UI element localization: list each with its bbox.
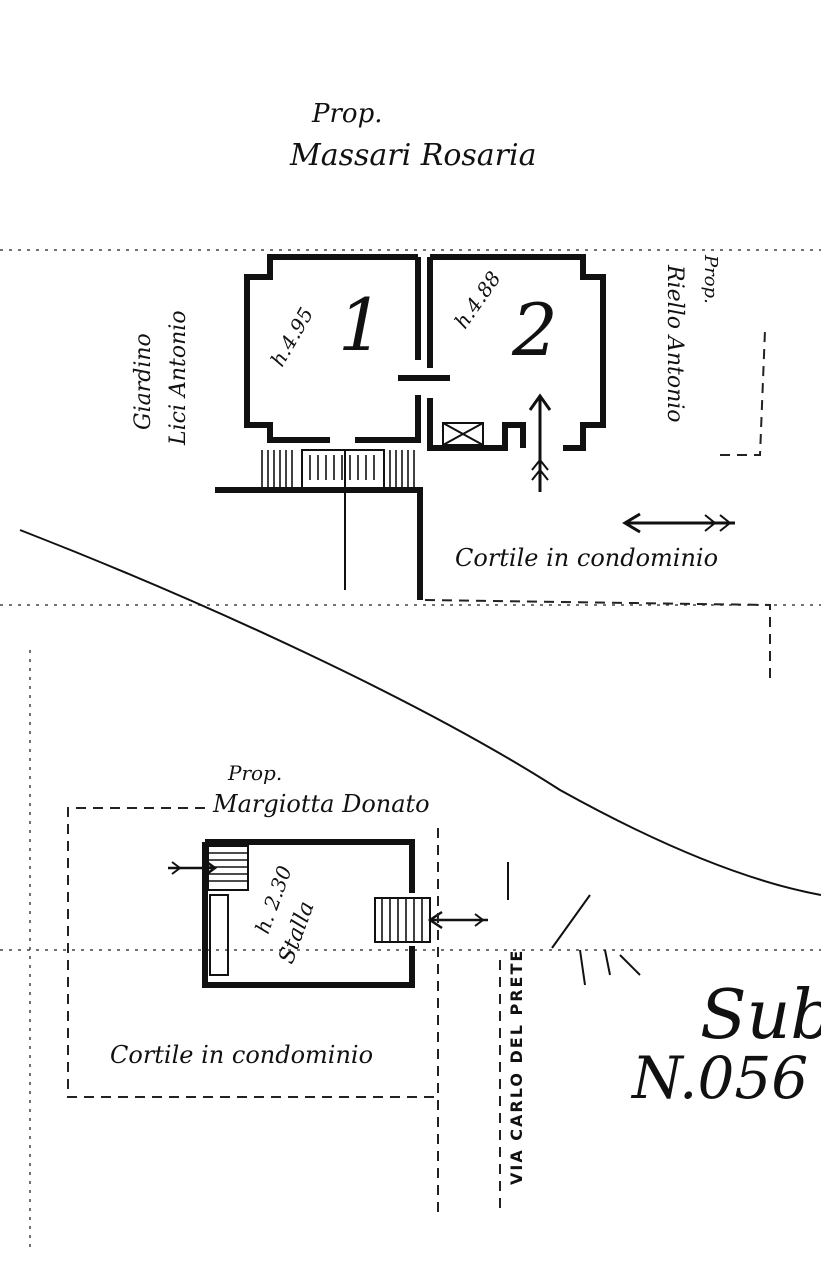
- left-owner-title: Giardino: [131, 333, 156, 430]
- stalla-walls: [202, 839, 415, 988]
- fixture-box: [442, 422, 484, 446]
- top-owner-prefix: Prop.: [311, 99, 382, 129]
- room-1-walls: [244, 254, 421, 443]
- right-owner-prefix: Prop.: [700, 254, 721, 304]
- entry-arrow-room-2: [528, 393, 552, 492]
- room-2-walls: [427, 254, 606, 451]
- entry-steps-hatch: [261, 450, 415, 488]
- diagonal-street-line: [19, 529, 821, 896]
- entry-step-frame: [301, 449, 385, 489]
- room-1-number: 1: [338, 283, 384, 367]
- room-1-height: h.4.95: [266, 303, 319, 370]
- upper-boundary: [424, 599, 771, 680]
- room-2-number: 2: [511, 288, 558, 372]
- building-base-line: [215, 487, 423, 600]
- lower-courtyard-boundary: [67, 807, 438, 1098]
- left-owner-name: Lici Antonio: [166, 310, 191, 446]
- right-owner-name: Riello Antonio: [662, 264, 687, 423]
- right-boundary: [720, 329, 766, 456]
- sub-label: Sub: [700, 976, 821, 1055]
- lower-courtyard-label: Cortile in condominio: [110, 1041, 373, 1069]
- top-owner-name: Massari Rosaria: [289, 138, 537, 173]
- corner-sketch: [507, 862, 641, 986]
- street-name: VIA CARLO DEL PRETE: [507, 949, 526, 1185]
- stalla-side-steps: [209, 894, 229, 976]
- room-2-height: h.4.88: [449, 267, 505, 333]
- fixture-line-2: [442, 422, 484, 446]
- sub-number: N.056: [630, 1044, 808, 1112]
- lower-owner-prefix: Prop.: [227, 761, 282, 785]
- lower-owner-name: Margiotta Donato: [212, 790, 430, 818]
- courtyard-arrow: [622, 512, 735, 534]
- upper-courtyard-label: Cortile in condominio: [455, 544, 718, 572]
- stalla-right-stair: [374, 897, 431, 943]
- stalla-left-arrow: [168, 858, 218, 878]
